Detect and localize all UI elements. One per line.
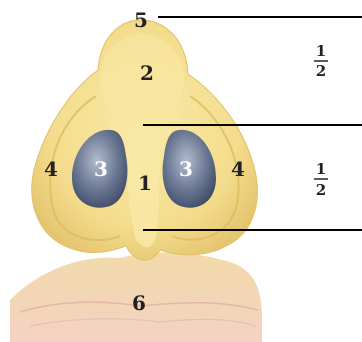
fraction-lower: 1 2 <box>314 160 328 199</box>
fraction-upper-denominator: 2 <box>316 62 326 80</box>
nose-base-shape <box>32 20 258 260</box>
label-4-right: 4 <box>231 157 245 181</box>
fraction-upper: 1 2 <box>314 42 328 80</box>
label-6: 6 <box>132 291 146 315</box>
fraction-lower-denominator: 2 <box>316 181 326 199</box>
label-3-right: 3 <box>179 157 193 181</box>
label-4-left: 4 <box>44 157 58 181</box>
label-5: 5 <box>134 8 148 32</box>
label-1: 1 <box>138 171 152 195</box>
label-2: 2 <box>140 61 154 85</box>
fraction-upper-numerator: 1 <box>316 42 326 60</box>
label-3-left: 3 <box>94 157 108 181</box>
fraction-lower-numerator: 1 <box>316 160 326 178</box>
